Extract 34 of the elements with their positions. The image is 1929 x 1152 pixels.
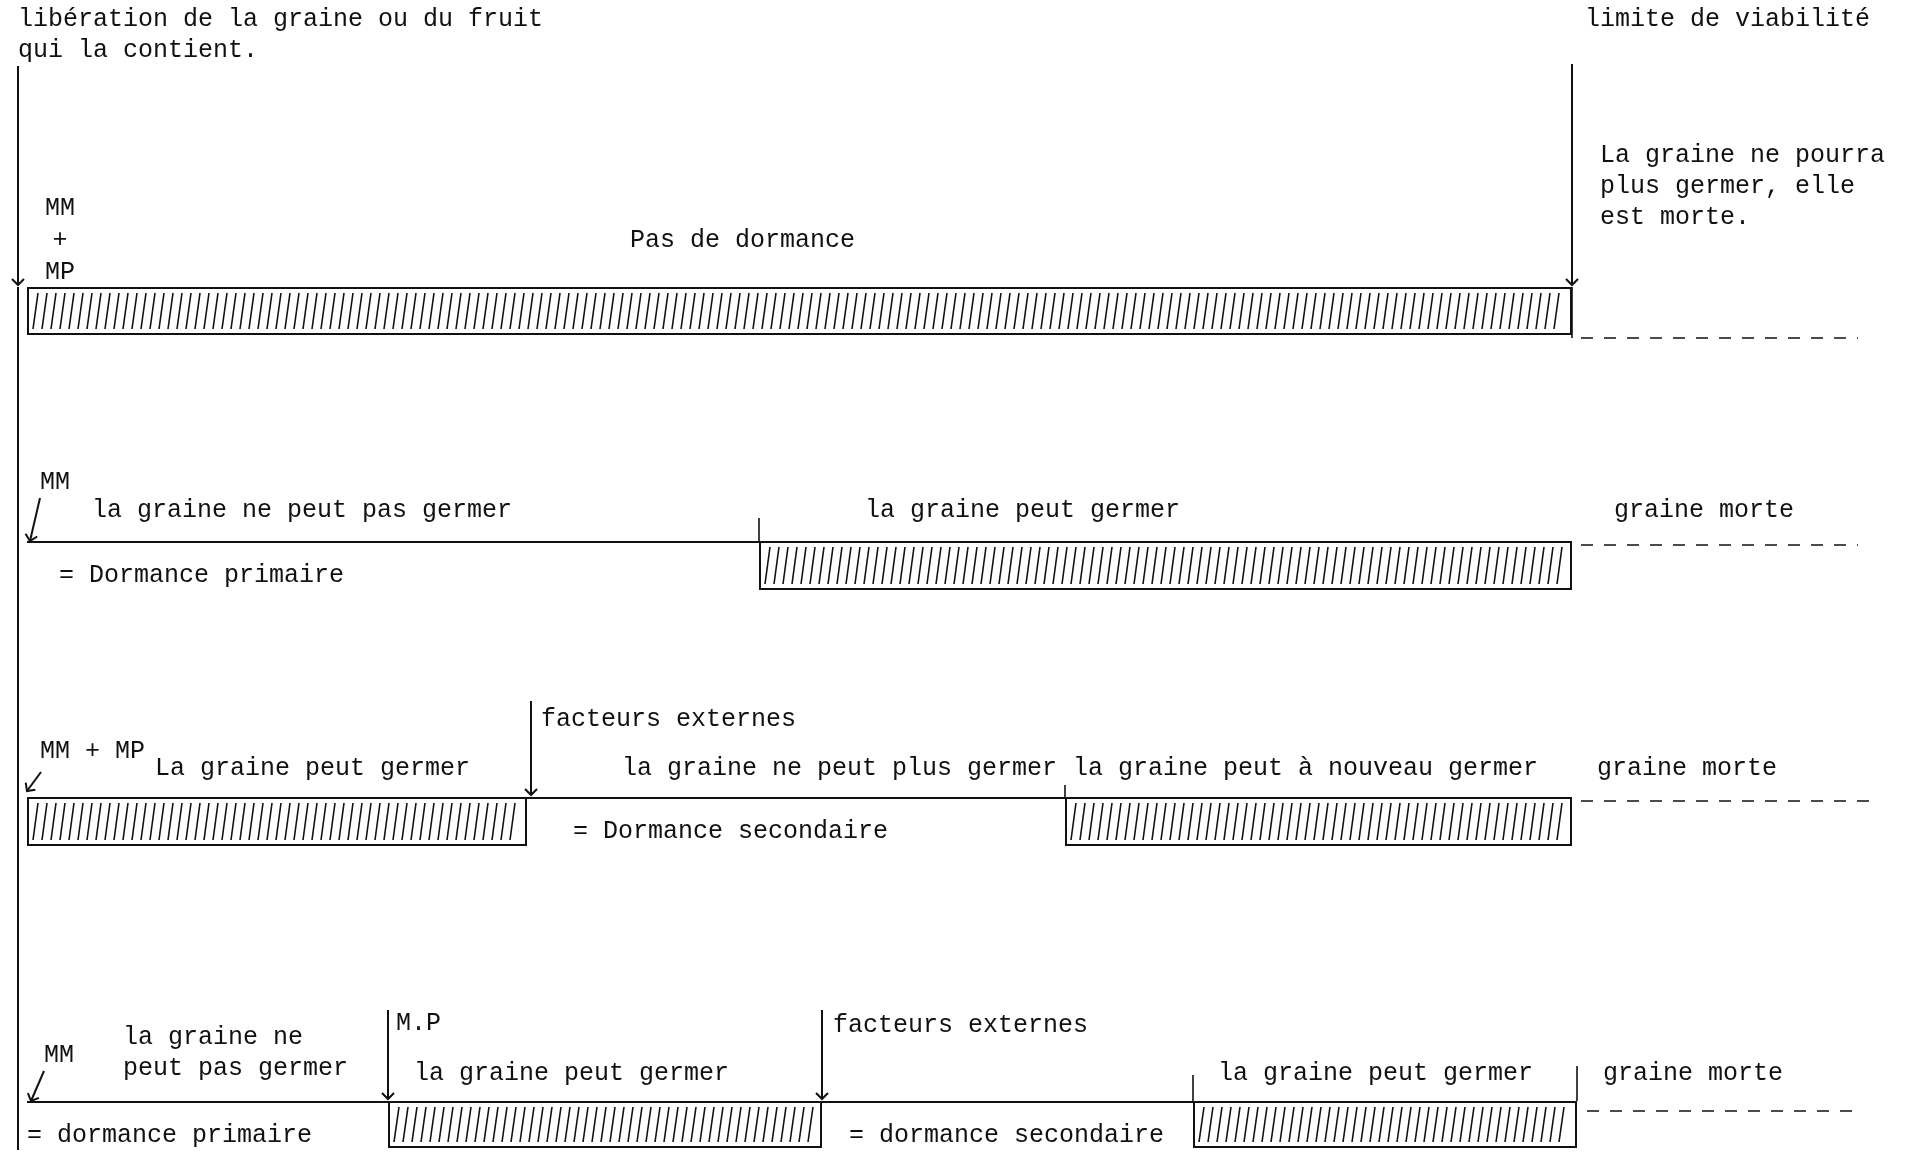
- segment-caption: la graine peut germer: [1218, 1058, 1534, 1089]
- segment-caption: la graine peut germer: [865, 495, 1181, 526]
- arrow: [24, 497, 41, 542]
- arrow: [381, 1009, 395, 1100]
- arrow: [1565, 63, 1579, 286]
- annotation-text: libération de la graine ou du fruit qui la contient.: [18, 4, 558, 66]
- annotation-text: facteurs externes: [833, 1010, 1089, 1041]
- segment-caption: La graine peut germer: [155, 753, 471, 784]
- annotation-text: facteurs externes: [541, 704, 797, 735]
- note-text: La graine ne pourra plus germer, elle est morte.: [1600, 140, 1887, 233]
- annotation-text: M.P: [396, 1008, 441, 1039]
- arrow: [524, 700, 538, 796]
- segment-caption: = Dormance primaire: [59, 560, 345, 591]
- arrow: [815, 1009, 829, 1100]
- segment-caption: = Dormance secondaire: [573, 816, 889, 847]
- segment-caption: = dormance secondaire: [849, 1120, 1165, 1151]
- arrow: [24, 771, 42, 792]
- segment-caption: la graine ne peut plus germer: [622, 753, 1058, 784]
- annotation-text: limite de viabilité: [1585, 4, 1871, 35]
- segment-caption: la graine peut à nouveau germer: [1073, 753, 1539, 784]
- note-text: graine morte: [1603, 1058, 1784, 1089]
- segment-caption: = dormance primaire: [27, 1120, 313, 1151]
- segment-caption: la graine peut germer: [414, 1058, 730, 1089]
- note-text: graine morte: [1597, 753, 1778, 784]
- segment-caption: la graine ne peut pas germer: [92, 495, 513, 526]
- annotation-text: MM + MP: [40, 736, 146, 767]
- annotation-text: MM: [40, 467, 70, 498]
- arrow: [26, 1070, 45, 1102]
- segment-caption: Pas de dormance: [630, 225, 856, 256]
- note-text: MM + MP: [44, 193, 76, 289]
- annotation-text: MM: [44, 1040, 74, 1071]
- note-text: graine morte: [1614, 495, 1795, 526]
- arrow: [11, 65, 25, 286]
- segment-caption: la graine ne peut pas germer: [123, 1022, 350, 1084]
